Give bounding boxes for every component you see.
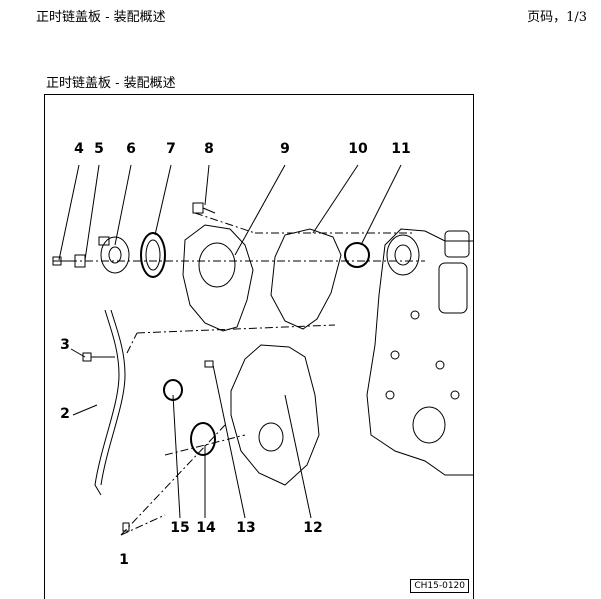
bolt-13 [204, 360, 214, 368]
callout-15: 15 [170, 520, 190, 536]
exploded-diagram-drawing [52, 164, 473, 536]
exploded-diagram: 4 5 6 7 8 9 10 11 3 2 15 14 13 12 1 CH15… [44, 94, 474, 599]
leader-6 [114, 164, 132, 246]
page-number: 页码，1/3 [527, 10, 587, 25]
bolt-4 [52, 256, 71, 266]
callout-1: 1 [119, 552, 129, 568]
callout-13: 13 [236, 520, 256, 536]
callout-12: 12 [303, 520, 323, 536]
upper-cover-9 [182, 224, 254, 332]
leader-13 [212, 364, 246, 519]
dipstick-tube-2 [94, 309, 120, 496]
callout-8: 8 [204, 141, 214, 157]
callout-4: 4 [74, 141, 84, 157]
callout-2: 2 [60, 406, 70, 422]
ring-14 [190, 422, 216, 456]
callout-7: 7 [166, 141, 176, 157]
figure-title: 正时链盖板 - 装配概述 [46, 76, 176, 91]
leader-10 [312, 164, 359, 234]
gasket-10 [270, 228, 342, 330]
bolt-5 [74, 254, 86, 268]
callout-3: 3 [60, 337, 70, 353]
header-title: 正时链盖板 - 装配概述 [36, 10, 166, 25]
bolt-1 [122, 522, 130, 532]
leader-4 [58, 164, 80, 261]
callout-14: 14 [196, 520, 216, 536]
callout-11: 11 [391, 141, 411, 157]
callout-9: 9 [280, 141, 290, 157]
upper-cover-opening [198, 242, 236, 288]
bolt-3 [82, 352, 115, 362]
leader-2 [72, 404, 98, 416]
leader-12 [284, 394, 312, 519]
seal-7 [140, 232, 166, 278]
leader-15 [172, 394, 181, 519]
leader-9 [234, 164, 286, 256]
leader-7 [154, 164, 172, 236]
bolt-8 [192, 202, 216, 214]
leader-8 [204, 164, 210, 206]
figure-code: CH15-0120 [410, 579, 469, 593]
lower-cover-opening [258, 422, 284, 452]
callout-10: 10 [348, 141, 368, 157]
callout-6: 6 [126, 141, 136, 157]
engine-block [366, 228, 473, 476]
callout-5: 5 [94, 141, 104, 157]
leader-11 [360, 164, 402, 246]
leader-5 [84, 164, 100, 261]
tensioner-6 [98, 236, 130, 274]
o-ring-11 [344, 242, 370, 268]
lower-cover-12 [230, 344, 320, 486]
seal-15 [163, 379, 183, 401]
